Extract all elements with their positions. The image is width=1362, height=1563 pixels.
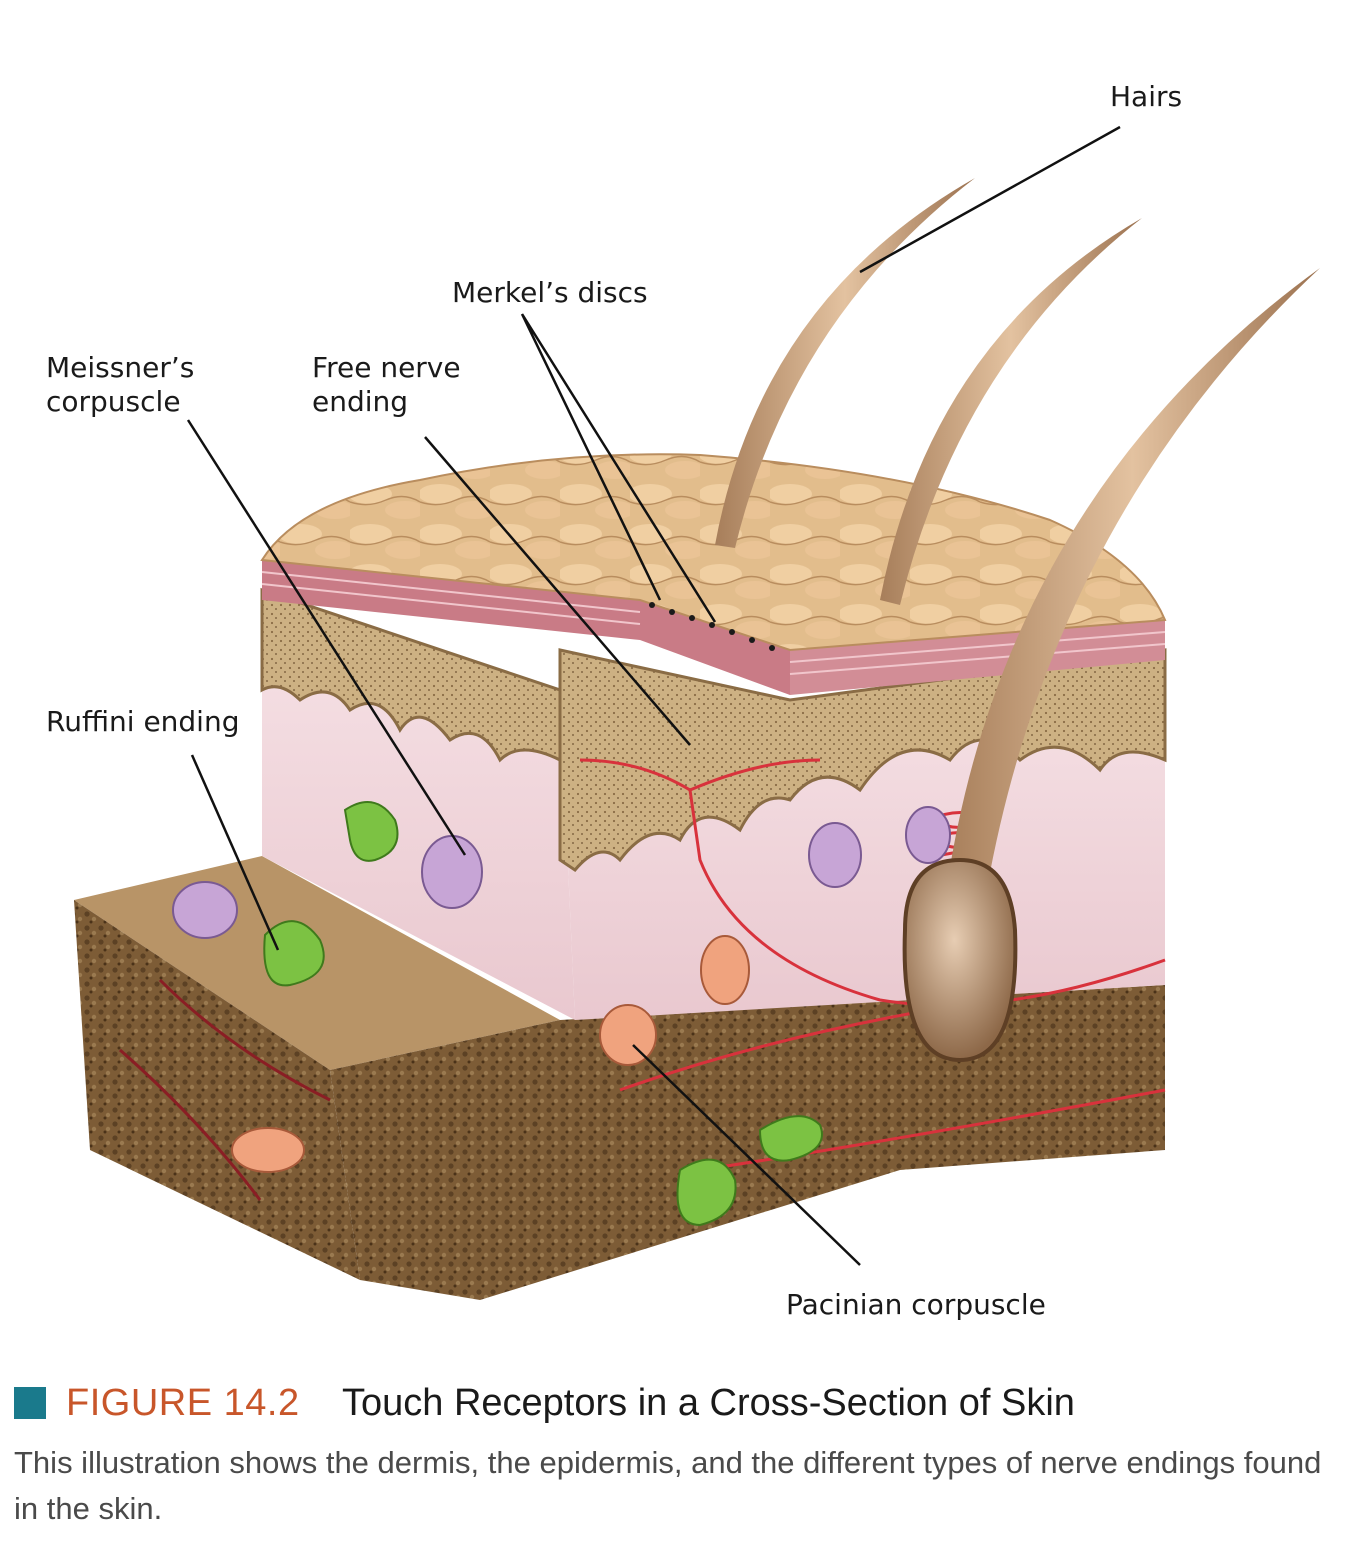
leader-lines [186, 125, 1121, 1266]
pacinian-corpuscles [231, 935, 750, 1173]
ruffini-endings [263, 801, 823, 1227]
leader-line-pacinian [632, 1044, 861, 1266]
hairs [715, 178, 1320, 1063]
epidermis-layer [260, 453, 1167, 695]
figure-description: This illustration shows the dermis, the … [14, 1445, 1322, 1526]
label-free-nerve-ending: Free nerve ending [312, 351, 461, 418]
label-meissners-corpuscle: Meissner’s corpuscle [46, 351, 195, 418]
leader-line-ruffini [190, 754, 280, 951]
label-hairs: Hairs [1110, 80, 1183, 113]
leader-line-hairs [859, 125, 1121, 274]
skin-cross-section-illustration [74, 125, 1320, 1300]
label-pacinian-corpuscle: Pacinian corpuscle [786, 1288, 1046, 1321]
leader-line-meissner [186, 419, 467, 856]
figure-marker-square [14, 1387, 46, 1419]
figure-title: Touch Receptors in a Cross-Section of Sk… [342, 1382, 1075, 1424]
figure-number: FIGURE 14.2 [66, 1382, 300, 1424]
label-merkels-discs: Merkel’s discs [452, 276, 648, 309]
merkel-discs [649, 602, 775, 651]
label-ruffini-ending: Ruffini ending [46, 705, 240, 738]
leader-line-free-nerve [424, 436, 691, 746]
leader-line-merkel [520, 313, 717, 623]
